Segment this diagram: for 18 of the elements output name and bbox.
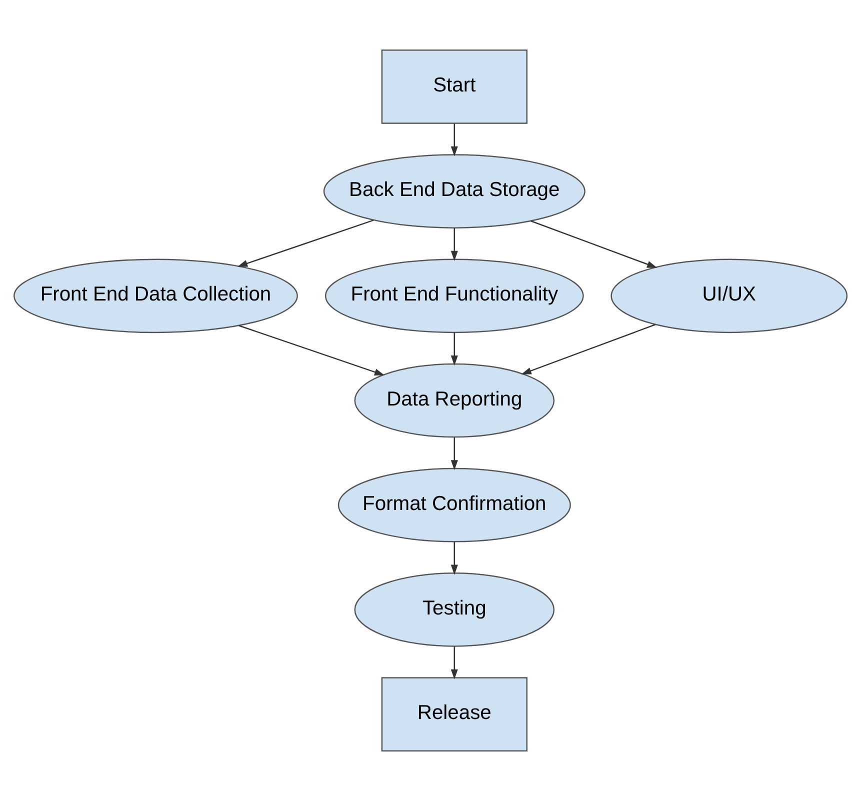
node-box: Release	[380, 677, 527, 752]
arrow	[450, 228, 458, 262]
arrow	[450, 542, 458, 575]
arrow	[450, 124, 458, 156]
arrow	[450, 437, 458, 470]
arrow	[520, 324, 656, 374]
node-ellipse: Front End Functionality	[324, 258, 584, 334]
arrow	[238, 325, 384, 376]
node-box: Start	[380, 50, 527, 124]
arrow	[236, 220, 374, 267]
node-ellipse: Testing	[354, 572, 554, 647]
node-ellipse: UI/UX	[610, 258, 848, 334]
node-ellipse: Format Confirmation	[337, 468, 570, 542]
node-ellipse: Data Reporting	[354, 363, 554, 438]
arrow	[530, 220, 657, 268]
arrow	[450, 332, 458, 366]
arrow	[450, 646, 458, 680]
node-ellipse: Back End Data Storage	[322, 154, 585, 228]
